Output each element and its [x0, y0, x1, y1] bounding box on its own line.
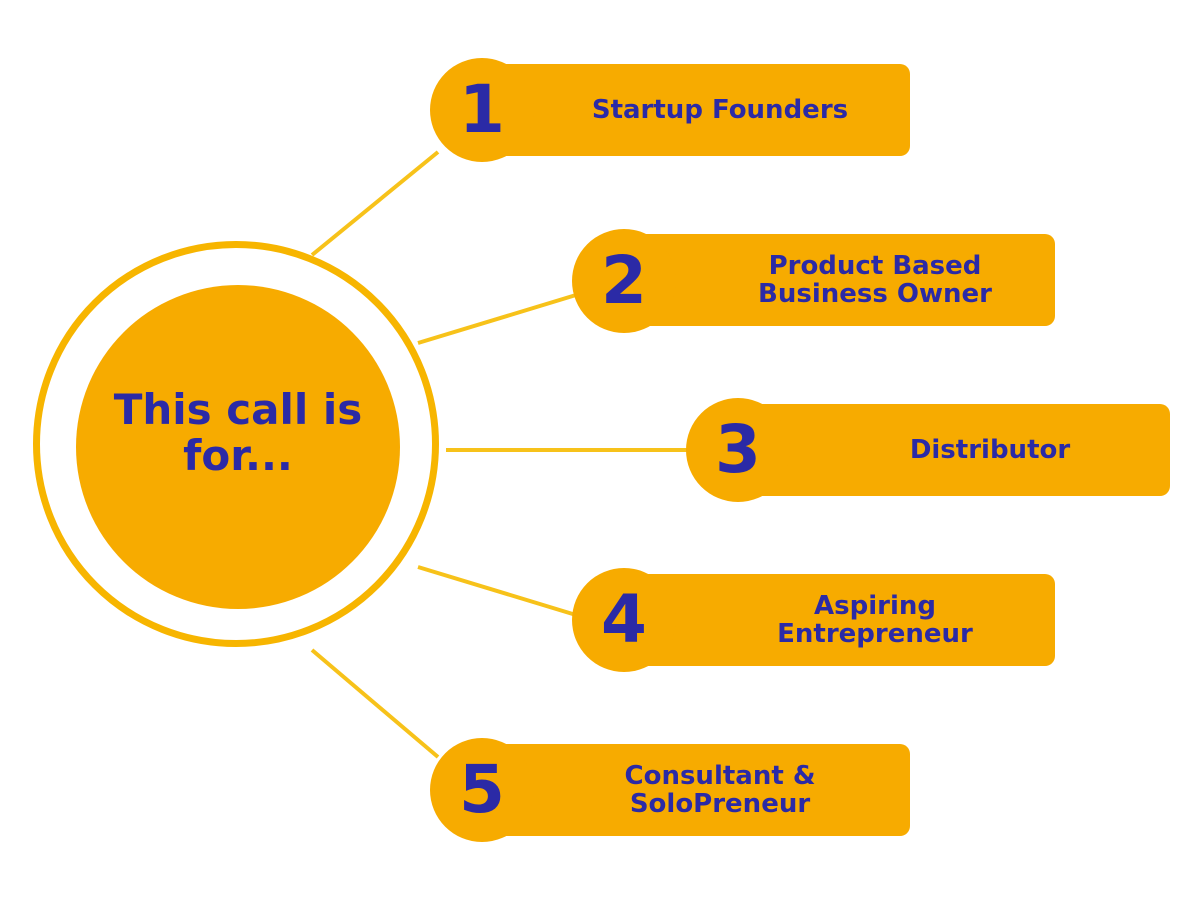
connector-line-4: [417, 565, 577, 617]
item-label-5: Consultant & SoloPreneur: [624, 761, 816, 819]
item-label-2: Product Based Business Owner: [758, 251, 992, 309]
item-label-3: Distributor: [909, 435, 1071, 465]
item-bar-4: Aspiring Entrepreneur: [615, 574, 1055, 666]
item-badge-1: 1: [430, 58, 534, 162]
item-number-2: 2: [601, 242, 647, 319]
item-number-5: 5: [459, 751, 505, 828]
hub-circle: This call is for...: [76, 285, 400, 609]
item-badge-2: 2: [572, 229, 676, 333]
item-number-1: 1: [459, 71, 505, 148]
item-number-3: 3: [715, 411, 761, 488]
item-badge-4: 4: [572, 568, 676, 672]
item-bar-5: Consultant & SoloPreneur: [470, 744, 910, 836]
item-label-4: Aspiring Entrepreneur: [777, 591, 973, 649]
hub-title: This call is for...: [113, 385, 363, 480]
item-badge-3: 3: [686, 398, 790, 502]
item-label-1: Startup Founders: [591, 95, 849, 125]
item-badge-5: 5: [430, 738, 534, 842]
connector-line-1: [310, 150, 440, 257]
item-bar-3: Distributor: [730, 404, 1170, 496]
connector-line-5: [310, 648, 440, 759]
connector-line-2: [417, 293, 577, 345]
item-bar-1: Startup Founders: [470, 64, 910, 156]
item-bar-2: Product Based Business Owner: [615, 234, 1055, 326]
item-number-4: 4: [601, 581, 647, 658]
